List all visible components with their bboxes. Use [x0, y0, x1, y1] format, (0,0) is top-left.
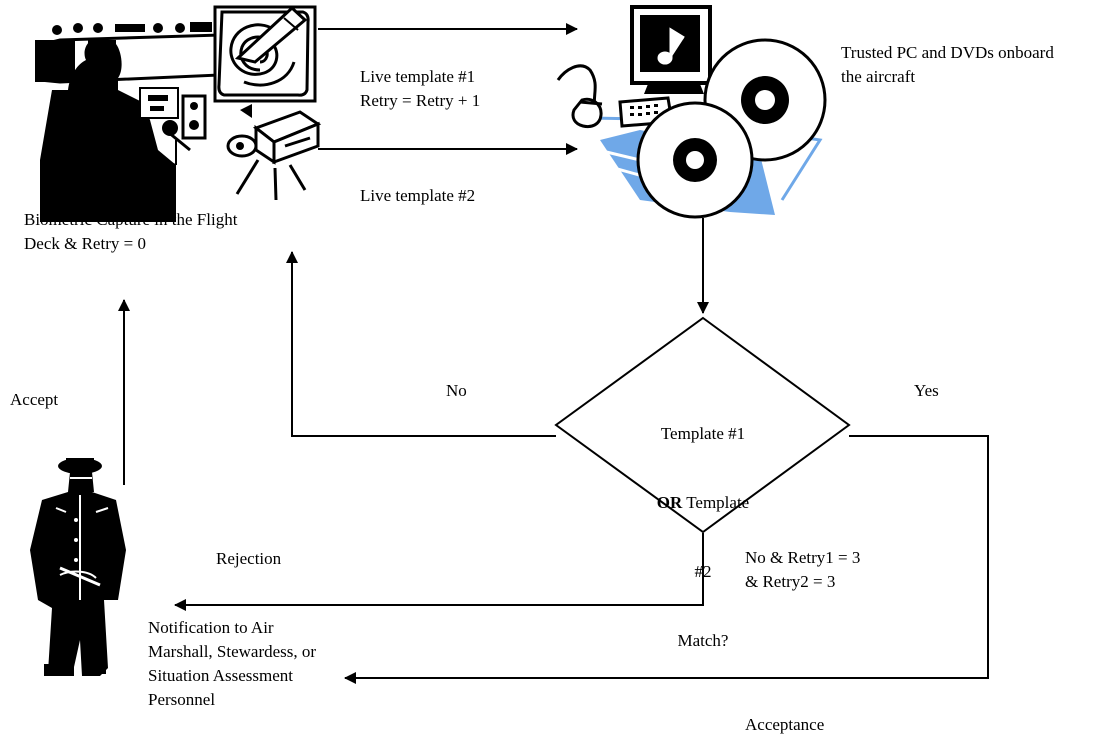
no-retry-label-line1: No & Retry1 = 3 [745, 548, 861, 567]
flight-deck-icon [35, 22, 222, 222]
retry-increment-label: Retry = Retry + 1 [360, 91, 481, 110]
live-template-1-label: Live template #1 [360, 67, 476, 86]
accept-label: Accept [10, 390, 59, 409]
no-label: No [446, 381, 467, 400]
rejection-label: Rejection [216, 549, 282, 568]
trusted-pc-label-line2: the aircraft [841, 67, 916, 86]
trusted-pc-label-line1: Trusted PC and DVDs onboard [841, 43, 1054, 62]
decision-line1: Template #1 [660, 424, 746, 443]
air-marshall-icon [30, 458, 126, 676]
arrows [118, 23, 989, 684]
decision-line3: #2 [694, 562, 712, 581]
decision-line2: OR Template [603, 491, 803, 514]
fingerprint-icon [213, 5, 317, 103]
notification-label-line4: Personnel [148, 690, 216, 709]
arrow-acceptance [344, 435, 989, 684]
notification-label-line3: Situation Assessment [148, 666, 293, 685]
decision-diamond [554, 316, 851, 534]
decision-text: Template #1 OR Template #2 Match? [603, 376, 803, 675]
decision-line4: Match? [677, 631, 729, 650]
acceptance-label: Acceptance [745, 715, 825, 734]
live-template-2-label: Live template #2 [360, 186, 476, 205]
computer-and-dvds-icon [556, 5, 827, 219]
decision-or: OR [656, 493, 683, 512]
no-retry-label-line2: & Retry2 = 3 [745, 572, 836, 591]
capture-label-line2: Deck & Retry = 0 [24, 234, 146, 253]
arrow-no-loop [286, 251, 556, 437]
notification-label-line2: Marshall, Stewardess, or [148, 642, 317, 661]
arrow-rejection [174, 533, 704, 611]
yes-label: Yes [914, 381, 939, 400]
decision-line2-rest: Template [682, 493, 750, 512]
notification-label-line1: Notification to Air [148, 618, 274, 637]
capture-label-line1: Biometric Capture in the Flight [24, 210, 238, 229]
camera-icon [226, 104, 322, 201]
